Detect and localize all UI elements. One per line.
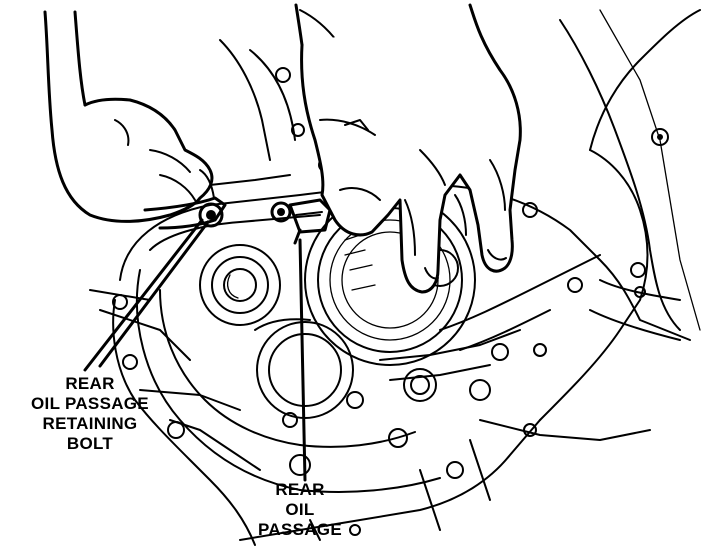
label-line: OIL bbox=[285, 500, 315, 519]
label-line: BOLT bbox=[66, 434, 114, 453]
right-hand bbox=[294, 3, 522, 294]
label-rear-oil-passage: REAR OIL PASSAGE bbox=[240, 480, 360, 540]
label-line: REAR bbox=[275, 480, 325, 499]
label-line: RETAINING bbox=[42, 414, 138, 433]
bolt-holes bbox=[112, 67, 669, 536]
label-line: OIL PASSAGE bbox=[31, 394, 149, 413]
left-hand bbox=[43, 10, 227, 230]
retaining-bolt bbox=[198, 201, 292, 228]
label-rear-oil-passage-retaining-bolt: REAR OIL PASSAGE RETAINING BOLT bbox=[0, 374, 180, 454]
oil-passage bbox=[288, 198, 332, 245]
label-line: PASSAGE bbox=[258, 520, 342, 539]
leader-lines bbox=[83, 218, 307, 482]
label-line: REAR bbox=[65, 374, 115, 393]
